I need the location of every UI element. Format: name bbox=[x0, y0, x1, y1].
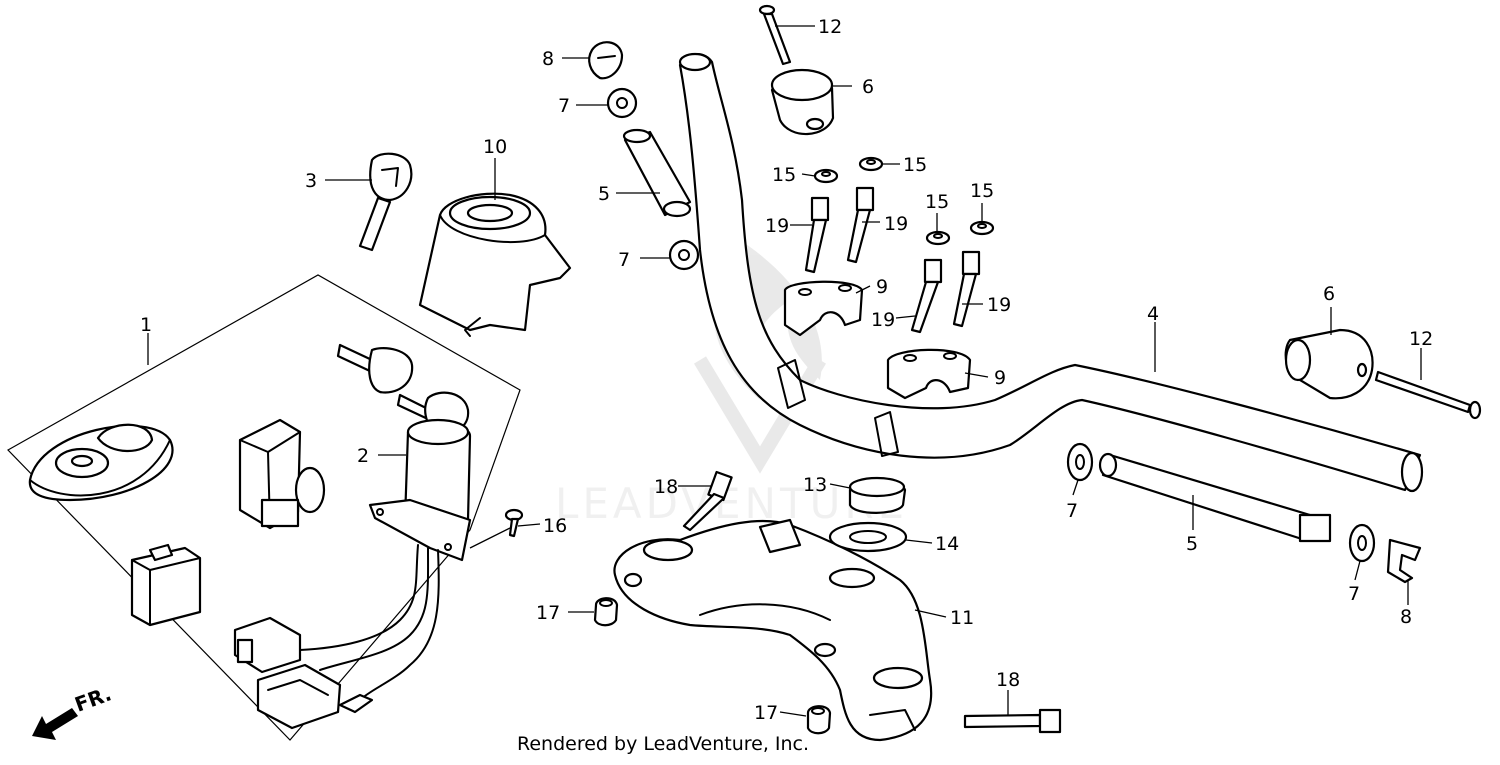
front-label: FR. bbox=[72, 681, 115, 716]
callout-8-top: 8 bbox=[542, 48, 554, 70]
part-2-ignition-switch bbox=[233, 343, 472, 730]
callout-19-d: 19 bbox=[987, 294, 1011, 316]
part-9-holder-lower bbox=[886, 348, 972, 400]
callout-numbers: 1 2 3 4 5 5 6 6 7 7 7 7 8 8 9 9 10 11 12… bbox=[140, 16, 1433, 724]
callout-13: 13 bbox=[803, 474, 827, 496]
callout-18-upper: 18 bbox=[654, 476, 678, 498]
part-11-top-bridge bbox=[613, 518, 933, 742]
callout-12-top: 12 bbox=[818, 16, 842, 38]
part-9-holder-upper bbox=[783, 280, 864, 337]
part-19-bolt-4 bbox=[952, 250, 981, 328]
part-6-bar-end-weight-right bbox=[1284, 328, 1374, 400]
callout-19-a: 19 bbox=[765, 215, 789, 237]
callout-9-upper: 9 bbox=[876, 276, 888, 298]
part-7-washer-2 bbox=[668, 239, 700, 271]
callout-17-lower: 17 bbox=[754, 702, 778, 724]
callout-15-d: 15 bbox=[970, 180, 994, 202]
seat-lock-plate bbox=[28, 423, 174, 502]
callout-16: 16 bbox=[543, 515, 567, 537]
part-18-bolt-lower bbox=[963, 708, 1062, 734]
callout-15-c: 15 bbox=[925, 191, 949, 213]
front-arrow-icon bbox=[32, 708, 78, 740]
part-10-switch-cover bbox=[418, 192, 572, 337]
part-15-collar-4 bbox=[969, 220, 995, 236]
callout-7-b: 7 bbox=[618, 249, 630, 271]
callout-11: 11 bbox=[950, 607, 974, 629]
callout-7-d: 7 bbox=[1348, 583, 1360, 605]
part-5-weight-shaft-right bbox=[1098, 452, 1332, 543]
part-12-screw-right bbox=[1374, 370, 1482, 420]
part-8-clip-top bbox=[588, 41, 624, 80]
part-5-weight-shaft-left bbox=[622, 128, 692, 218]
part-17-nut-lower bbox=[806, 705, 832, 735]
callout-7-a: 7 bbox=[558, 95, 570, 117]
callout-9-lower: 9 bbox=[994, 367, 1006, 389]
part-7-washer-1 bbox=[606, 87, 638, 119]
callout-19-b: 19 bbox=[884, 213, 908, 235]
helmet-lock bbox=[238, 418, 326, 530]
part-7-washer-4 bbox=[1348, 523, 1376, 563]
callout-15-a: 15 bbox=[772, 164, 796, 186]
part-6-bar-end-weight-left bbox=[770, 68, 835, 136]
callout-6-right: 6 bbox=[1323, 283, 1335, 305]
callout-14: 14 bbox=[935, 533, 959, 555]
part-12-screw-top bbox=[758, 4, 792, 66]
render-credit: Rendered by LeadVenture, Inc. bbox=[517, 733, 809, 755]
callout-19-c: 19 bbox=[871, 309, 895, 331]
callout-3: 3 bbox=[305, 170, 317, 192]
callout-10: 10 bbox=[483, 136, 507, 158]
callout-18-lower: 18 bbox=[996, 669, 1020, 691]
part-15-collar-1 bbox=[813, 168, 839, 184]
part-17-nut-upper bbox=[593, 597, 619, 627]
callout-17-upper: 17 bbox=[536, 602, 560, 624]
part-19-bolt-3 bbox=[910, 258, 943, 334]
lock-cylinder bbox=[130, 543, 202, 627]
callout-12-right: 12 bbox=[1409, 328, 1433, 350]
part-14-washer bbox=[828, 521, 908, 553]
part-18-bolt-upper bbox=[682, 470, 733, 532]
part-7-washer-3 bbox=[1066, 442, 1094, 482]
part-8-clip-right bbox=[1386, 538, 1422, 584]
part-15-collar-2 bbox=[858, 156, 884, 172]
callout-5-right: 5 bbox=[1186, 533, 1198, 555]
callout-2: 2 bbox=[357, 445, 369, 467]
part-4-handlebar bbox=[678, 52, 1424, 493]
part-16-screw bbox=[504, 508, 524, 538]
part-13-stem-nut bbox=[848, 476, 907, 514]
part-19-bolt-2 bbox=[846, 186, 875, 264]
part-19-bolt-1 bbox=[804, 196, 830, 274]
front-direction-indicator: FR. bbox=[32, 681, 115, 740]
callout-15-b: 15 bbox=[903, 154, 927, 176]
part-3-key bbox=[358, 152, 413, 252]
part-1-lock-set-box bbox=[7, 274, 521, 741]
part-15-collar-3 bbox=[925, 230, 951, 246]
callout-4: 4 bbox=[1147, 303, 1159, 325]
callout-6-left: 6 bbox=[862, 76, 874, 98]
callout-8-right: 8 bbox=[1400, 606, 1412, 628]
callout-1: 1 bbox=[140, 314, 152, 336]
callout-7-c: 7 bbox=[1066, 500, 1078, 522]
callout-5-left: 5 bbox=[598, 183, 610, 205]
leader-lines bbox=[147, 25, 1422, 717]
